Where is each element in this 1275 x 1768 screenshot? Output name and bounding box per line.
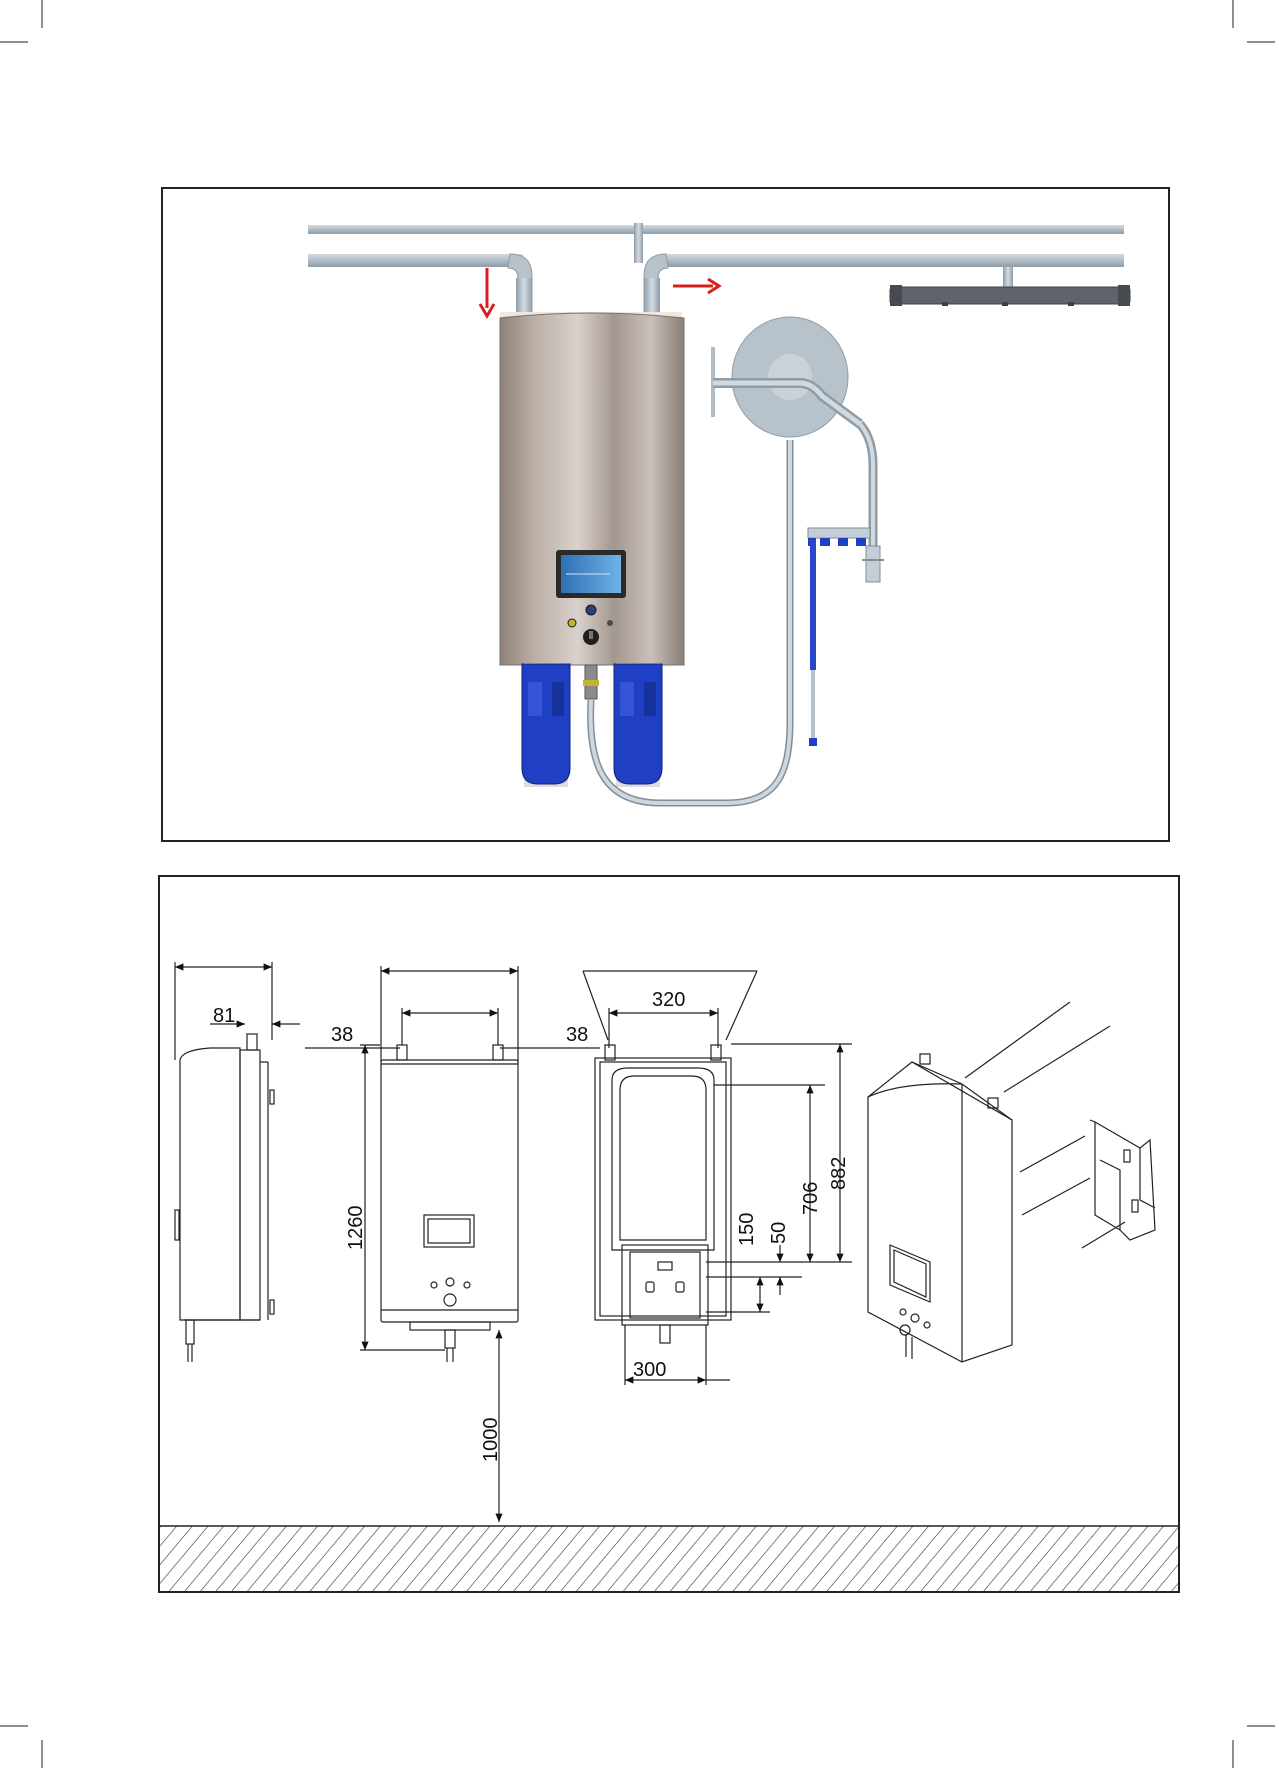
installation-illustration-panel [162, 188, 1169, 841]
dim-upper-height: 706 [800, 1182, 822, 1215]
dim-total-height: 1260 [345, 1206, 367, 1251]
water-treatment-cabinet [500, 312, 684, 665]
filter-cartridge-left [522, 663, 570, 787]
dimension-drawing-panel: 81 [159, 876, 1179, 1592]
dim-bracket-150: 150 [736, 1213, 758, 1246]
dim-left-pipe-offset: 38 [331, 1024, 353, 1046]
dim-bracket-50: 50 [768, 1222, 790, 1244]
filter-cartridge-right [614, 663, 662, 787]
dim-floor-clearance: 1000 [480, 1418, 502, 1463]
dim-pipe-spacing: 320 [652, 989, 685, 1011]
dim-bracket-width: 300 [633, 1359, 666, 1381]
floor-hatch [160, 1526, 1178, 1591]
dim-side-offset: 81 [213, 1005, 235, 1027]
dim-bracket-height: 882 [828, 1157, 850, 1190]
dim-right-pipe-offset: 38 [566, 1024, 588, 1046]
